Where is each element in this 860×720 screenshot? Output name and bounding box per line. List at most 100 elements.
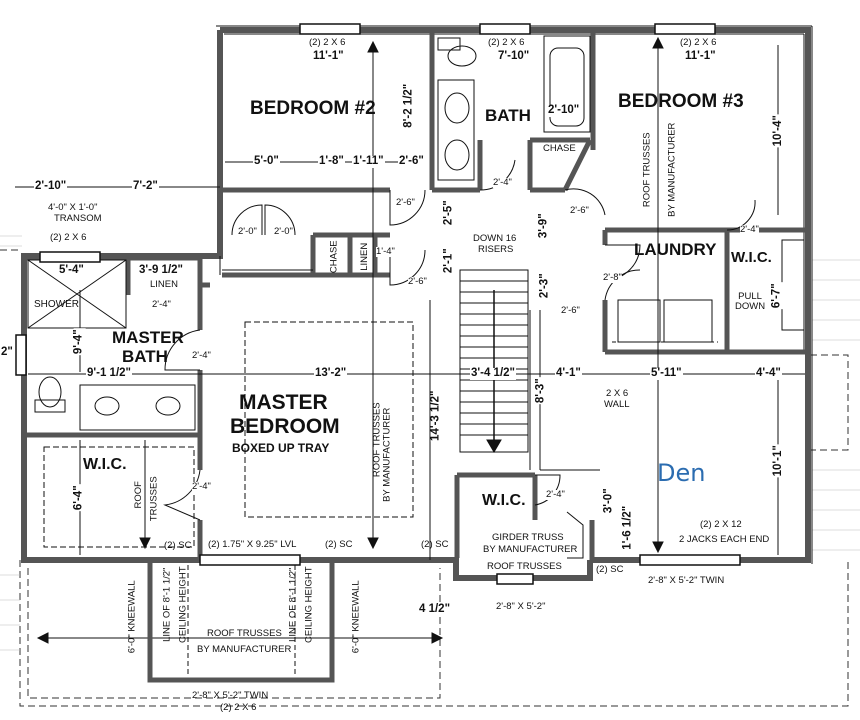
label-linen: LINEN — [150, 279, 178, 290]
dim-14-3-half: 14'-3 1/2" — [429, 389, 442, 442]
note-window-twin-right: 2'-8" X 5'-2" TWIN — [648, 575, 725, 586]
dim-4-half: 4 1/2" — [418, 603, 452, 616]
note-kneewall-1: 6'-0" KNEEWALL — [126, 580, 138, 654]
note-trusses-mb-2: BY MANUFACTURER — [381, 407, 393, 502]
label-linen-vert: LINEN — [359, 242, 371, 271]
room-den: Den — [657, 459, 706, 487]
note-window-mid: 2'-8" X 5'-2" — [496, 601, 546, 612]
room-laundry: LAUNDRY — [634, 240, 717, 259]
door-label-12: 2'-4" — [192, 350, 211, 361]
dim-6-4: 6'-4" — [72, 484, 86, 512]
dim-2-6a: 2'-6" — [398, 155, 425, 168]
room-bath: BATH — [485, 106, 531, 125]
dim-7-2: 7'-2" — [132, 180, 159, 193]
note-transom-2: TRANSOM — [54, 213, 102, 224]
eave-lines — [0, 249, 849, 707]
dim-4-1: 4'-1" — [555, 367, 582, 380]
note-ceiling-2b: CEILING HEIGHT — [303, 566, 315, 644]
label-pull-down: PULL DOWN — [735, 291, 766, 312]
note-hdr-br3: (2) 2 X 6 — [680, 37, 717, 48]
note-sc-1: (2) SC — [164, 540, 192, 551]
label-chase-mid: CHASE — [328, 240, 340, 274]
note-roof-bottom-1: ROOF TRUSSES — [207, 628, 282, 639]
dim-br2-width: 11'-1" — [312, 50, 345, 63]
room-wic-top: W.I.C. — [731, 249, 772, 266]
dim-3-9: 3'-9" — [537, 212, 551, 240]
dim-1-11: 1'-11" — [352, 155, 385, 168]
interior-walls — [26, 30, 805, 560]
dimension-lines — [15, 36, 805, 644]
dim-10-1: 10'-1" — [771, 444, 785, 478]
note-roof-trusses-wic-1: ROOF — [132, 481, 144, 509]
dim-3-0: 3'-0" — [602, 487, 616, 515]
stairs — [459, 269, 529, 453]
dim-3-4-half: 3'-4 1/2" — [470, 367, 516, 380]
room-master-bath-2: BATH — [122, 347, 168, 366]
door-label-4: 1'-4" — [376, 246, 395, 257]
note-transom-1: 4'-0" X 1'-0" — [48, 202, 98, 213]
room-master-bedroom-2: BEDROOM — [230, 415, 340, 438]
note-sc-4: (2) SC — [596, 564, 624, 575]
room-bedroom-2: BEDROOM #2 — [250, 98, 376, 119]
room-bedroom-3: BEDROOM #3 — [618, 91, 744, 112]
door-swings — [163, 159, 756, 559]
note-kneewall-2: 6'-0" KNEEWALL — [350, 580, 362, 654]
door-label-13: 2'-4" — [192, 481, 211, 492]
door-label-5: 2'-6" — [408, 276, 427, 287]
dim-br3-depth: 10'-4" — [771, 114, 785, 148]
door-label-1: 2'-0" — [238, 226, 257, 237]
room-master-bedroom-sub: BOXED UP TRAY — [232, 441, 330, 455]
note-hdr-2x12: (2) 2 X 12 — [700, 519, 742, 530]
note-ceiling-1: LINE OF 8'-1 1/2" — [161, 567, 173, 642]
note-hdr-shower: (2) 2 X 6 — [50, 232, 87, 243]
room-wic-left: W.I.C. — [83, 456, 127, 473]
dim-bath-width: 7'-10" — [497, 50, 531, 63]
note-girder-1: GIRDER TRUSS — [492, 532, 564, 543]
note-wall-1: 2 X 6 — [606, 388, 629, 399]
note-hdr-bottom: (2) 2 X 6 — [220, 702, 257, 713]
note-roof-trusses-bottom: ROOF TRUSSES — [487, 561, 562, 572]
dim-2-10-tub: 2'-10" — [547, 104, 581, 117]
grid-lines — [0, 235, 860, 651]
dim-5-4: 5'-4" — [58, 264, 85, 277]
door-label-14: 2'-4" — [546, 489, 565, 500]
label-shower: SHOWER — [34, 299, 79, 310]
dim-6-7: 6'-7" — [770, 282, 784, 310]
door-label-3: 2'-6" — [396, 197, 415, 208]
door-label-11: 2'-4" — [152, 299, 171, 310]
tray-ceiling — [244, 321, 414, 518]
dim-2-5: 2'-5" — [442, 199, 456, 227]
door-label-9: 2'-8" — [603, 272, 622, 283]
note-trusses-br3-1: ROOF TRUSSES — [641, 132, 653, 208]
dim-5-11: 5'-11" — [650, 367, 683, 380]
dim-8-3: 8'-3" — [534, 377, 548, 405]
note-wall-2: WALL — [604, 399, 630, 410]
dim-5-0: 5'-0" — [253, 155, 280, 168]
dim-3-9-half: 3'-9 1/2" — [138, 264, 184, 277]
door-label-6: 2'-4" — [493, 177, 512, 188]
room-master-bedroom-1: MASTER — [239, 391, 328, 414]
note-hdr-br2: (2) 2 X 6 — [309, 37, 346, 48]
note-sc-3: (2) SC — [421, 539, 449, 550]
door-label-10: 2'-6" — [561, 305, 580, 316]
note-stairs-2: RISERS — [478, 244, 514, 255]
note-roof-trusses-wic-2: TRUSSES — [148, 476, 160, 522]
dim-2-1: 2'-1" — [442, 247, 456, 275]
porch-dash — [187, 565, 296, 675]
room-wic-mid: W.I.C. — [482, 492, 526, 509]
dim-1-8: 1'-8" — [318, 155, 345, 168]
porch — [147, 560, 335, 683]
windows — [15, 23, 741, 585]
note-ceiling-2: LINE OF 8'-1 1/2" — [287, 567, 299, 642]
door-label-8: 2'-4" — [740, 224, 759, 235]
dim-4-4: 4'-4" — [755, 367, 782, 380]
note-jacks: 2 JACKS EACH END — [679, 534, 770, 545]
note-sc-2: (2) SC — [325, 539, 353, 550]
dim-9-4: 9'-4" — [72, 328, 86, 356]
dim-2-10: 2'-10" — [34, 180, 68, 193]
door-label-2: 2'-0" — [274, 226, 293, 237]
note-girder-2: BY MANUFACTURER — [483, 544, 578, 555]
note-ceiling-1b: CEILING HEIGHT — [177, 566, 189, 644]
